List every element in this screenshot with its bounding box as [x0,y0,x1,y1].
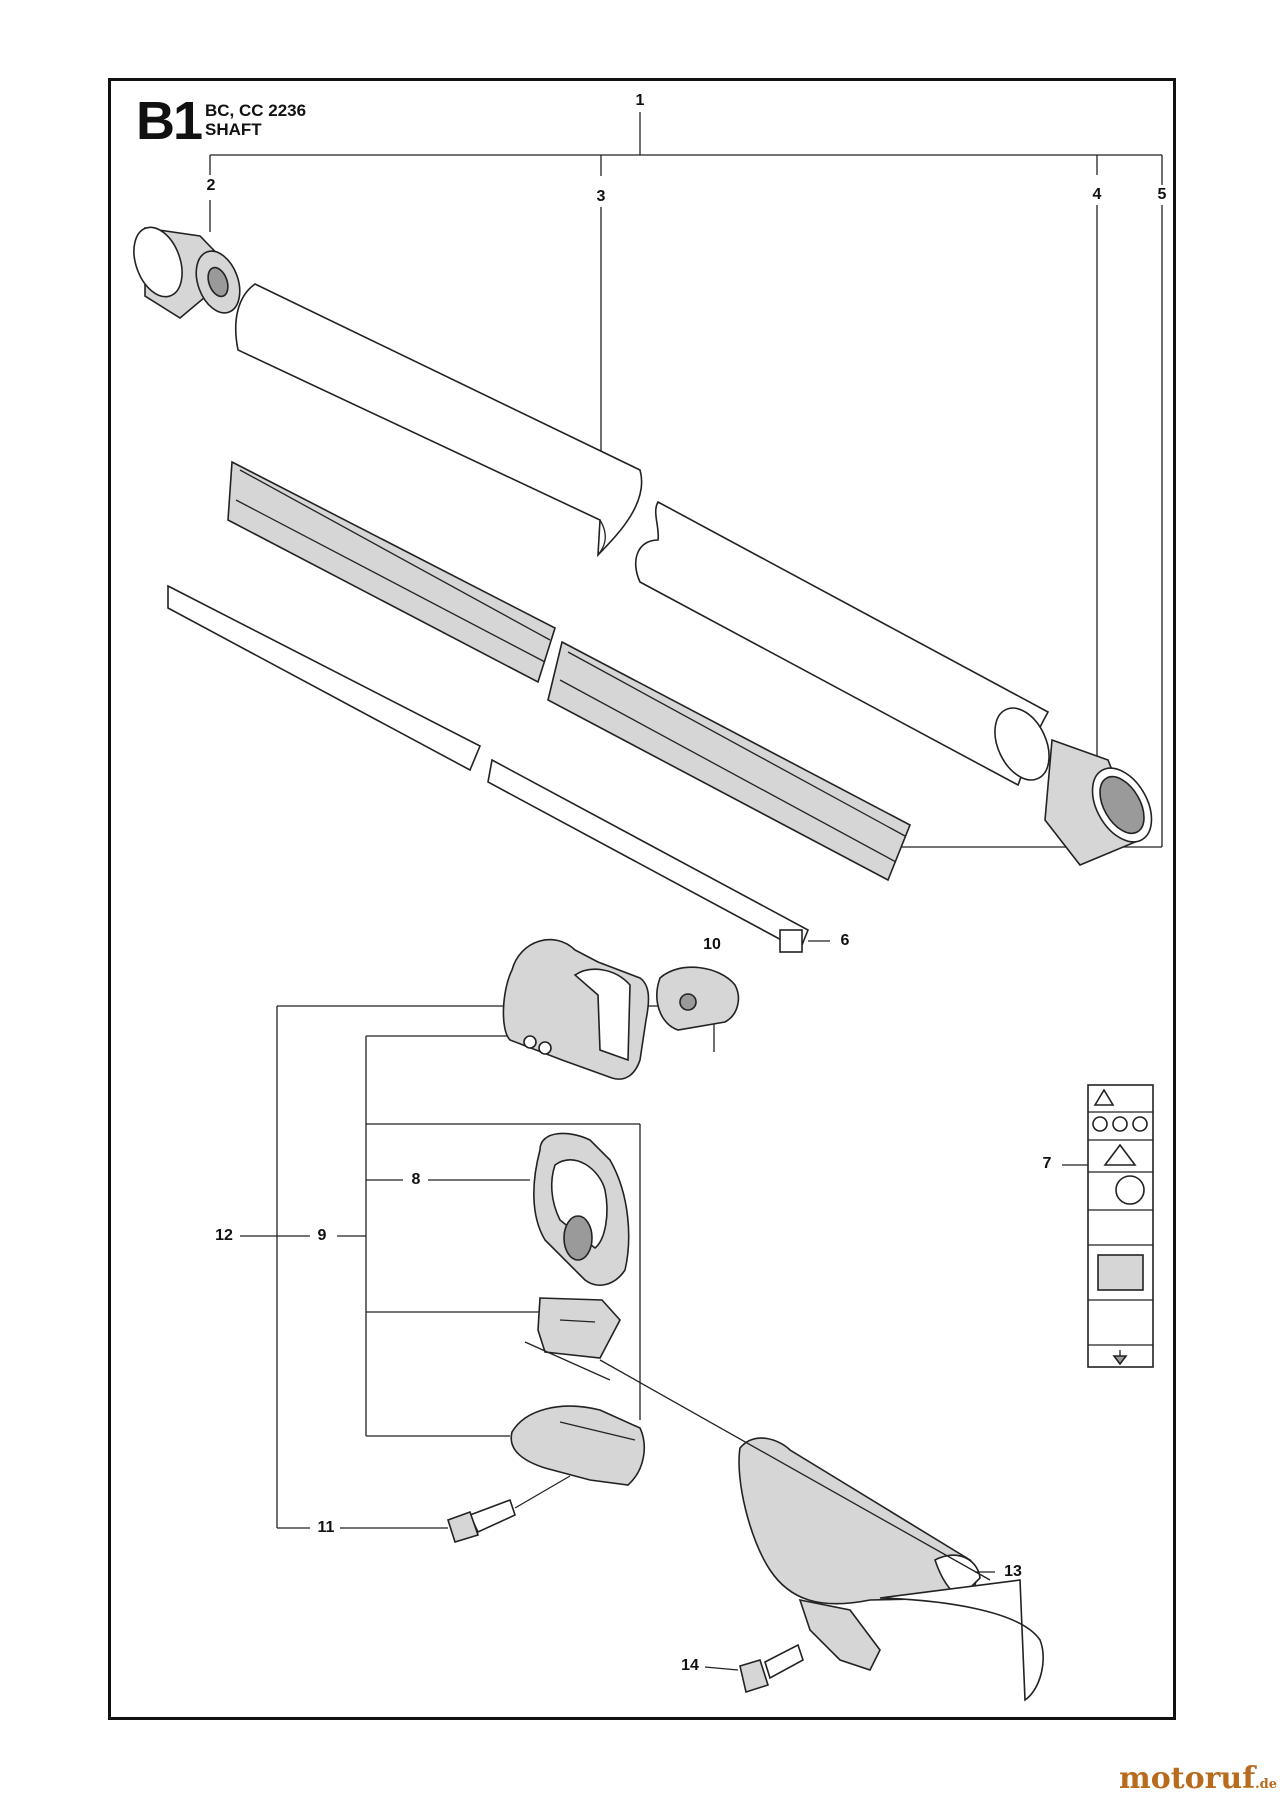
callout-11: 11 [317,1519,335,1536]
callout-13: 13 [1004,1563,1022,1580]
part-2-end-cap [133,226,241,319]
part-5-liner-lower [547,640,912,882]
part-3-tube-lower [634,500,1050,787]
leader-lines-top [209,112,1163,848]
part-14-screw [704,1643,804,1694]
part-7-warning-decal [1062,1084,1154,1368]
part-10-clamp-nut [656,966,740,1031]
part-11-bolt [447,1475,571,1543]
part-13-shaft-bracket [599,1359,1044,1702]
callout-9: 9 [317,1227,327,1244]
diagram-frame [108,78,1176,1720]
part-clamp-lower [510,1405,646,1486]
callout-8: 8 [411,1171,421,1188]
callout-5: 5 [1157,186,1167,203]
watermark-logo: motoruf.de [1119,1761,1277,1796]
watermark-brand: motoruf [1118,1761,1256,1796]
callout-7: 7 [1042,1155,1052,1172]
part-clamp-insert [524,1297,621,1381]
part-3-tube-upper [234,283,643,558]
part-4-end-sleeve [1044,738,1153,866]
callout-1: 1 [635,92,645,109]
callout-3: 3 [596,188,606,205]
part-8-clamp-handle [533,1132,630,1286]
watermark-tld: .de [1255,1777,1277,1792]
section-title: SHAFT [205,120,262,139]
callout-14: 14 [681,1657,699,1674]
model-title: BC, CC 2236 [205,101,307,120]
callout-4: 4 [1092,186,1102,203]
diagram-code: B1 [136,91,203,151]
callout-2: 2 [206,177,216,194]
part-clamp-upper [502,938,650,1080]
callout-6: 6 [840,932,850,949]
part-5-liner-upper [227,460,556,684]
part-drive-shaft [167,584,810,953]
callout-12: 12 [215,1227,233,1244]
callout-10: 10 [703,936,721,953]
